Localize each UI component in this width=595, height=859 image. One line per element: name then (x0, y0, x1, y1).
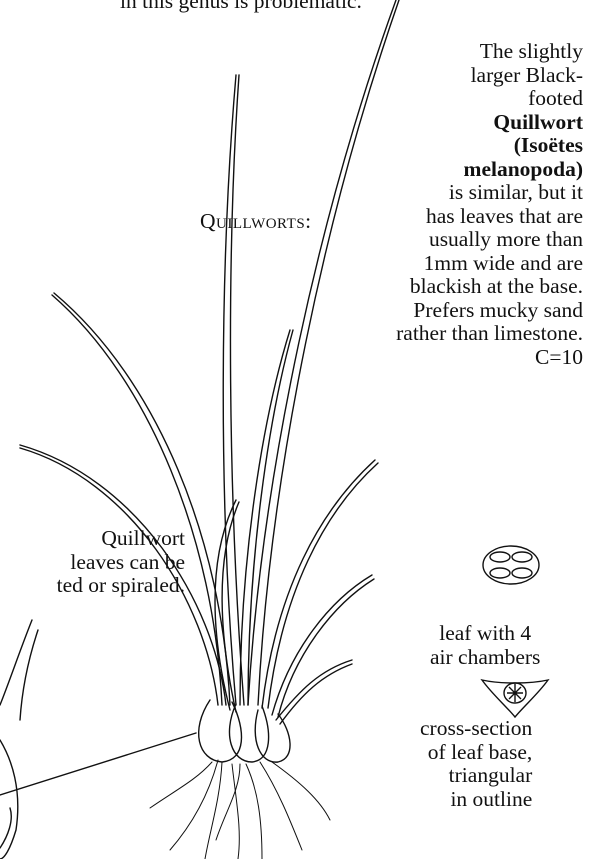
desc-line: blackish at the base. (396, 275, 583, 299)
desc-line: usually more than (396, 228, 583, 252)
corm (199, 700, 290, 762)
coefficient-value: C=10 (396, 346, 583, 370)
top-text-fragment: in this genus is problematic. (120, 0, 362, 14)
leaf-right-short (276, 660, 352, 724)
label-line: of leaf base, (420, 741, 532, 765)
species-description: The slightly larger Black- footed Quillw… (396, 40, 583, 369)
desc-line: rather than limestone. (396, 322, 583, 346)
section-heading: Quillworts: (200, 210, 312, 234)
desc-line: is similar, but it (396, 181, 583, 205)
species-scientific-name: (Isoëtes (396, 134, 583, 158)
pointer-line (0, 733, 196, 795)
label-line: in outline (420, 788, 532, 812)
desc-line: 1mm wide and are (396, 252, 583, 276)
desc-line: has leaves that are (396, 205, 583, 229)
leaf-left-long (52, 293, 230, 705)
leaf-mid (240, 330, 293, 705)
label-line: triangular (420, 764, 532, 788)
roots (150, 760, 330, 859)
desc-line: Prefers mucky sand (396, 299, 583, 323)
leaf-base-cross-section-icon (482, 680, 548, 717)
note-line: leaves can be (57, 551, 185, 575)
desc-line: footed (396, 87, 583, 111)
leaf-arrangement-note: Quillwort leaves can be ted or spiraled. (57, 527, 185, 598)
label-line: air chambers (430, 646, 540, 670)
desc-line: larger Black- (396, 64, 583, 88)
label-line: cross-section (420, 717, 532, 741)
species-scientific-name-cont: melanopoda) (396, 158, 583, 182)
note-line: Quillwort (57, 527, 185, 551)
leaf-tall (248, 0, 399, 705)
species-common-name: Quillwort (396, 111, 583, 135)
desc-line: The slightly (396, 40, 583, 64)
cross-section-label: cross-section of leaf base, triangular i… (420, 717, 532, 811)
note-line: ted or spiraled. (57, 574, 185, 598)
leaf-upper (223, 75, 244, 705)
air-chambers-label: leaf with 4 air chambers (430, 622, 540, 669)
leaf-right (262, 460, 378, 708)
air-chambers-icon (483, 546, 539, 584)
label-line: leaf with 4 (430, 622, 540, 646)
spiraled-leaf-detail (0, 620, 38, 859)
